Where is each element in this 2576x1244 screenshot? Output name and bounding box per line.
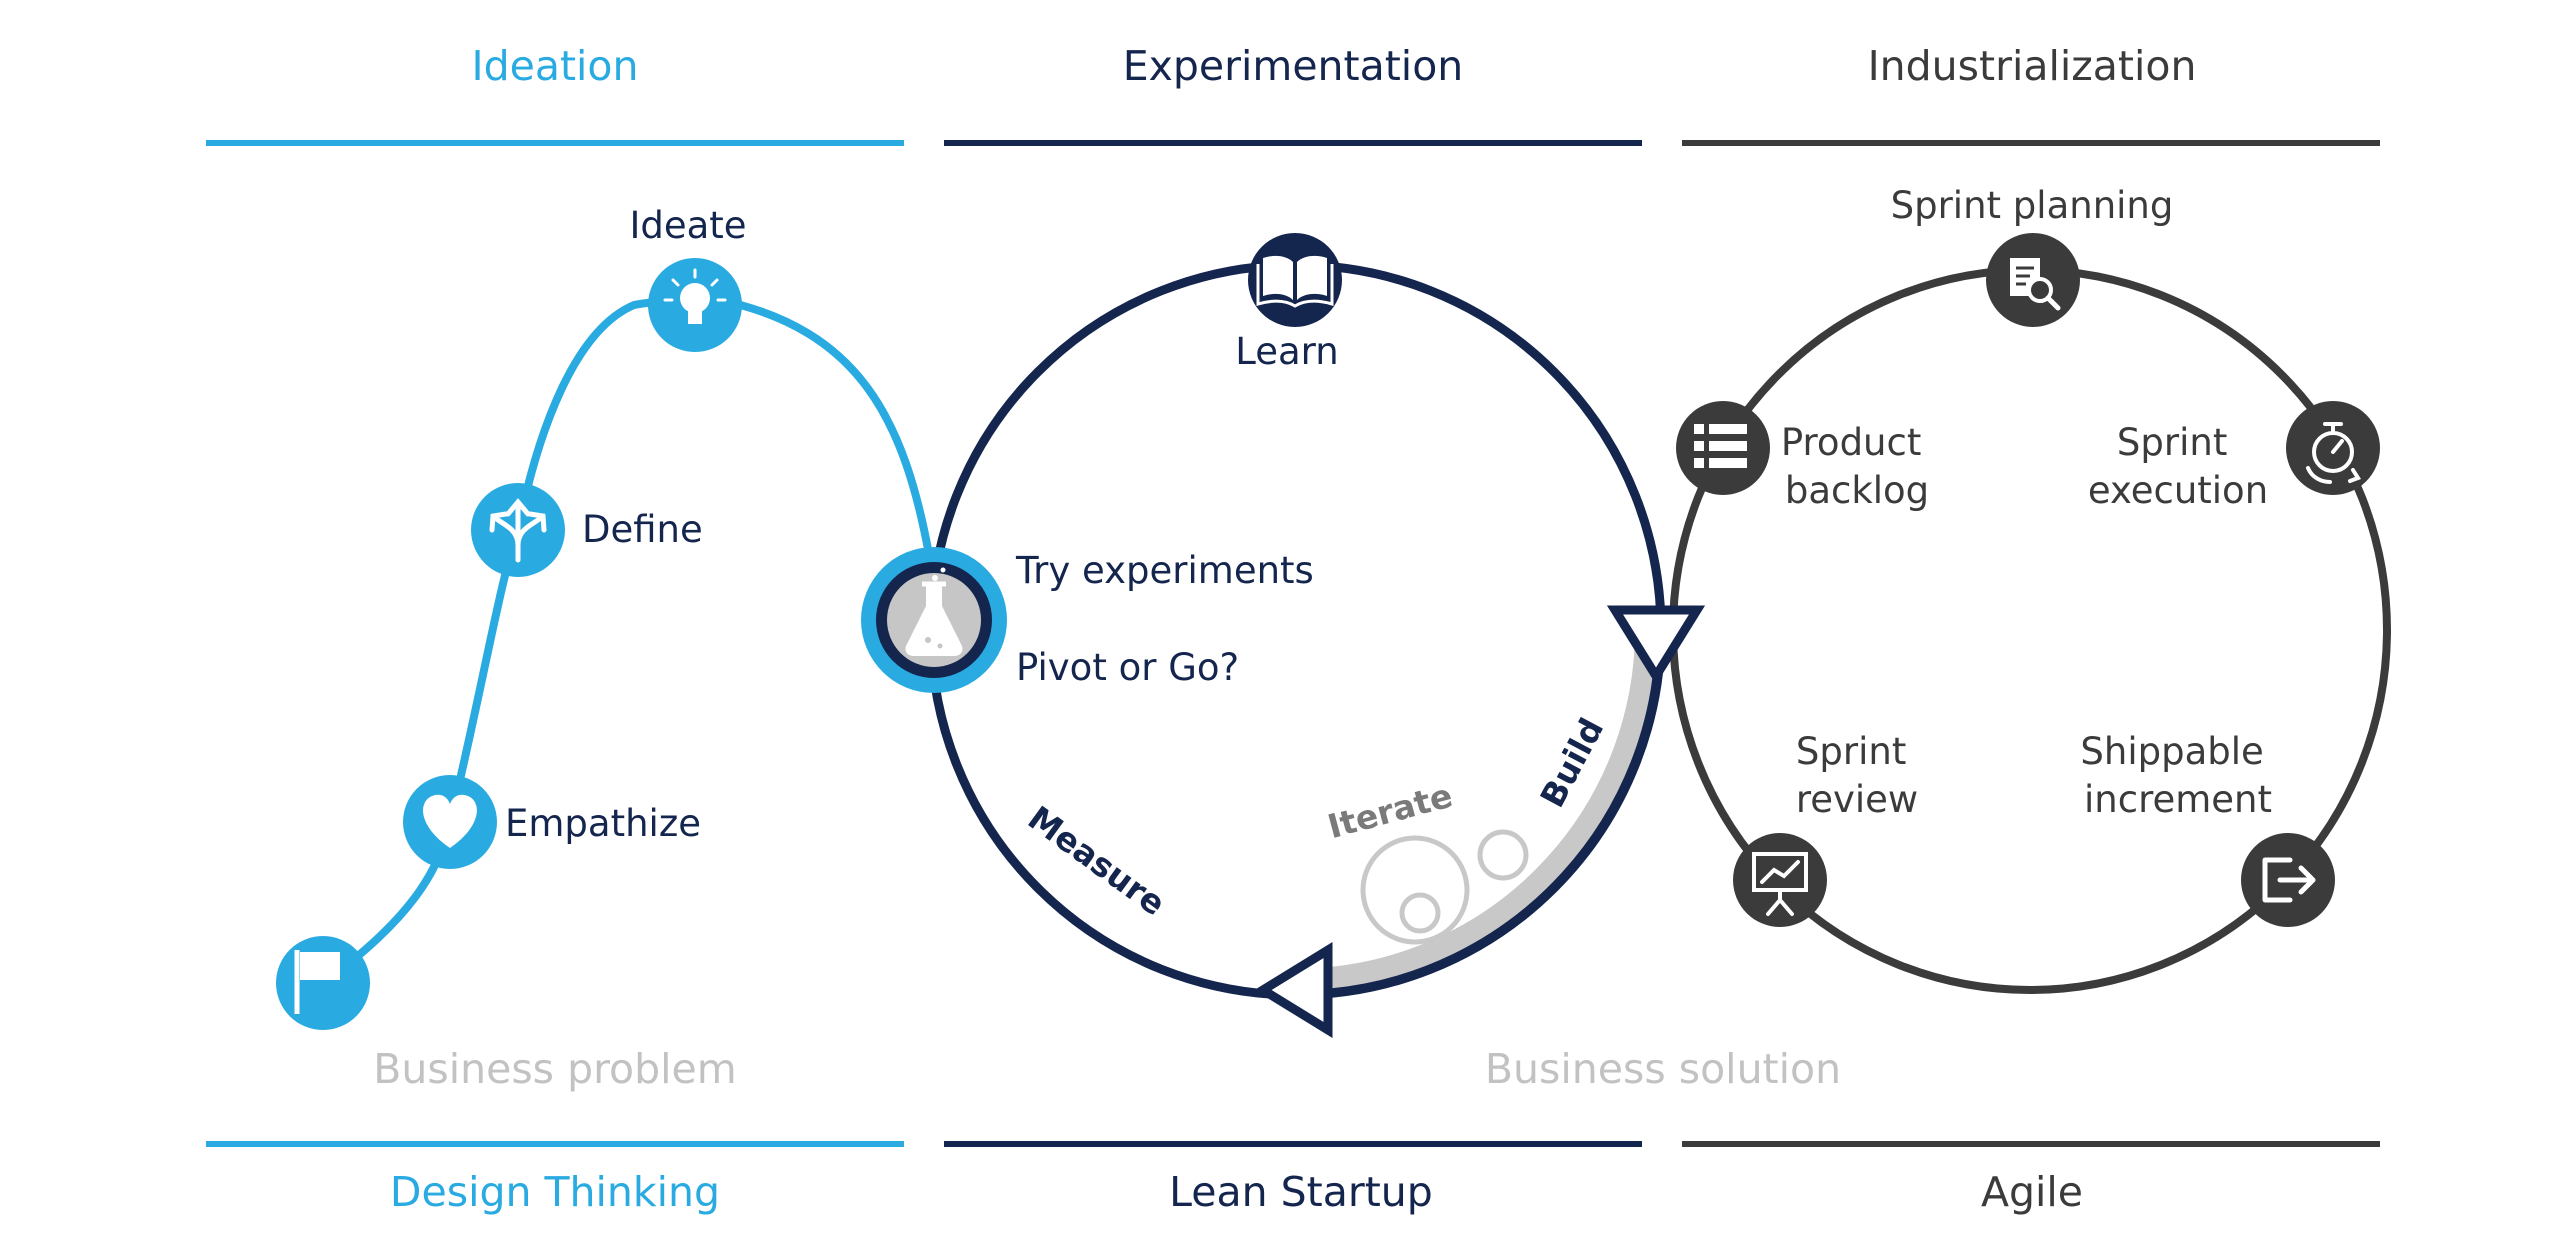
business-solution-label: Business solution [1485, 1045, 1841, 1093]
presentation-board-icon [1752, 852, 1808, 916]
empathize-label: Empathize [505, 802, 701, 845]
build-track [1328, 629, 1657, 989]
sprint-review-label: Sprint review [1796, 730, 1918, 821]
sprint-review-line-2: review [1796, 778, 1918, 821]
flask-icon [905, 567, 963, 656]
iterate-label: Iterate [1324, 776, 1457, 847]
phase-experimentation-title: Experimentation [1123, 42, 1464, 90]
ideate-node [648, 258, 742, 352]
sprint-execution-line-1: Sprint [2117, 421, 2227, 464]
iterate-bubble-small [1399, 892, 1441, 934]
empathize-node [403, 775, 497, 869]
learn-node [1248, 233, 1342, 327]
learn-label: Learn [1235, 330, 1338, 373]
try-experiments-hub [861, 547, 1007, 693]
business-problem-label: Business problem [373, 1045, 736, 1093]
document-search-icon [2010, 258, 2061, 311]
method-design-thinking-title: Design Thinking [390, 1168, 720, 1216]
stopwatch-icon [2306, 422, 2361, 484]
sprint-planning-node [1986, 233, 2080, 327]
pivot-or-go-label: Pivot or Go? [1016, 646, 1239, 689]
sprint-execution-label: Sprint execution [2088, 421, 2268, 512]
sprint-execution-line-2: execution [2088, 469, 2268, 512]
try-experiments-label: Try experiments [1015, 549, 1314, 592]
sprint-review-node [1733, 833, 1827, 927]
business-problem-start-node [276, 936, 370, 1030]
product-backlog-line-2: backlog [1785, 469, 1929, 512]
exit-arrow-icon [2262, 857, 2316, 903]
split-arrows-icon [489, 498, 547, 563]
list-icon [1694, 424, 1747, 468]
iterate-bubble-large [1360, 835, 1470, 945]
build-arrowhead [1606, 605, 1706, 685]
product-backlog-label: Product backlog [1781, 421, 1933, 512]
shippable-increment-node [2241, 833, 2335, 927]
measure-arrowhead [1254, 941, 1333, 1039]
measure-label: Measure [1021, 798, 1173, 923]
sprint-execution-node [2286, 401, 2380, 495]
sprint-planning-label: Sprint planning [1891, 184, 2174, 227]
iterate-bubble-medium [1477, 829, 1529, 881]
shippable-increment-line-2: increment [2084, 778, 2272, 821]
ideate-label: Ideate [629, 204, 746, 247]
heart-icon [423, 794, 477, 848]
method-lean-startup-title: Lean Startup [1169, 1168, 1433, 1216]
shippable-increment-line-1: Shippable [2080, 730, 2263, 773]
sprint-review-line-1: Sprint [1796, 730, 1906, 773]
book-icon [1256, 255, 1334, 308]
phase-industrialization-title: Industrialization [1868, 42, 2197, 90]
flag-icon [294, 950, 340, 1014]
design-thinking-curve [319, 295, 934, 987]
define-node [471, 483, 565, 577]
shippable-increment-label: Shippable increment [2080, 730, 2275, 821]
lightbulb-icon [663, 268, 727, 324]
product-backlog-node [1676, 401, 1770, 495]
build-track-dark-edge [1329, 629, 1665, 998]
define-label: Define [582, 508, 703, 551]
phase-ideation-title: Ideation [471, 42, 638, 90]
method-agile-title: Agile [1981, 1168, 2083, 1216]
product-backlog-line-1: Product [1781, 421, 1921, 464]
